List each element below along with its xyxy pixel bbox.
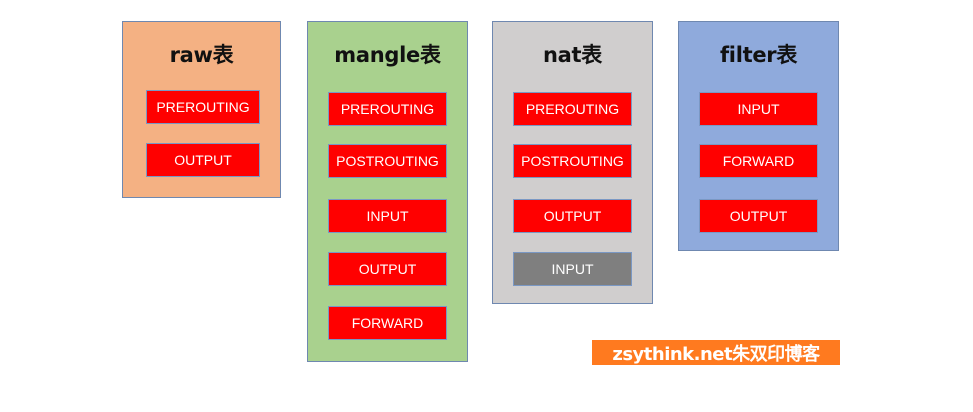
- table-nat: nat表 PREROUTING POSTROUTING OUTPUT INPUT: [492, 21, 653, 304]
- chain-forward: FORWARD: [328, 306, 447, 340]
- table-title: raw表: [169, 43, 234, 67]
- chain-prerouting: PREROUTING: [328, 92, 447, 126]
- table-title: filter表: [719, 43, 798, 67]
- table-filter: filter表 INPUT FORWARD OUTPUT: [678, 21, 839, 251]
- chain-prerouting: PREROUTING: [513, 92, 632, 126]
- chain-output: OUTPUT: [699, 199, 818, 233]
- chain-forward: FORWARD: [699, 144, 818, 178]
- chain-postrouting: POSTROUTING: [513, 144, 632, 178]
- watermark: zsythink.net朱双印博客: [592, 340, 840, 365]
- chain-input: INPUT: [328, 199, 447, 233]
- chain-prerouting: PREROUTING: [146, 90, 260, 124]
- chain-postrouting: POSTROUTING: [328, 144, 447, 178]
- table-title: mangle表: [334, 43, 441, 67]
- chain-output: OUTPUT: [513, 199, 632, 233]
- table-title: nat表: [543, 43, 602, 67]
- chain-output: OUTPUT: [146, 143, 260, 177]
- chain-output: OUTPUT: [328, 252, 447, 286]
- chain-input: INPUT: [513, 252, 632, 286]
- chain-input: INPUT: [699, 92, 818, 126]
- table-mangle: mangle表 PREROUTING POSTROUTING INPUT OUT…: [307, 21, 468, 362]
- table-raw: raw表 PREROUTING OUTPUT: [122, 21, 281, 198]
